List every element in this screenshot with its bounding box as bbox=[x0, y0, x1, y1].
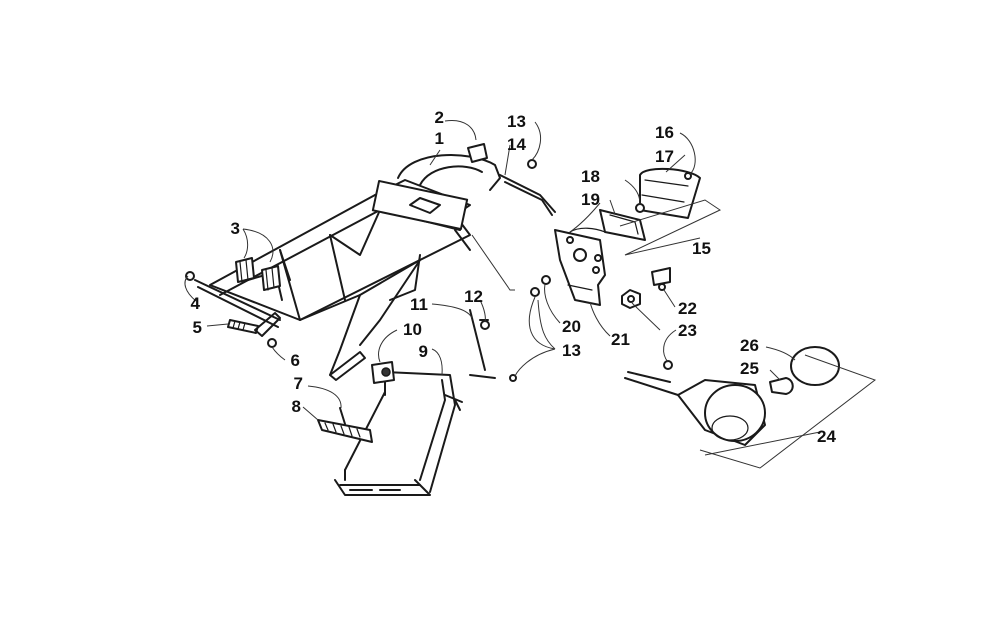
callout-17: 17 bbox=[655, 147, 674, 166]
callout-15: 15 bbox=[692, 239, 711, 258]
callout-3: 3 bbox=[231, 219, 240, 238]
washer-20 bbox=[541, 275, 551, 285]
callout-22: 22 bbox=[678, 299, 697, 318]
pivot-shaft bbox=[185, 271, 281, 328]
callout-24: 24 bbox=[817, 427, 836, 446]
nut-13-a bbox=[509, 374, 517, 382]
callout-19: 19 bbox=[581, 190, 600, 209]
callout-6: 6 bbox=[291, 351, 300, 370]
mount-bracket bbox=[254, 312, 281, 337]
leader-lines bbox=[184, 119, 877, 469]
callout-4: 4 bbox=[191, 294, 201, 313]
callout-23: 23 bbox=[678, 321, 697, 340]
cap-2 bbox=[467, 143, 488, 163]
bracket-14 bbox=[499, 159, 556, 216]
bushing-left bbox=[235, 257, 255, 283]
frame-strut bbox=[329, 351, 366, 381]
callout-18: 18 bbox=[581, 167, 600, 186]
lamp-22 bbox=[651, 267, 671, 291]
nut-13-b bbox=[530, 287, 540, 297]
callout-25: 25 bbox=[740, 359, 759, 378]
callout-11: 11 bbox=[410, 295, 428, 314]
bushing-right bbox=[261, 265, 281, 291]
callouts: 2 1 3 4 5 6 7 8 9 10 11 12 13 14 16 17 1… bbox=[191, 108, 837, 446]
callout-10: 10 bbox=[403, 320, 422, 339]
callout-20: 20 bbox=[562, 317, 581, 336]
bolt-5 bbox=[227, 319, 259, 334]
bulb-25 bbox=[769, 377, 794, 395]
mount-10 bbox=[371, 361, 395, 384]
callout-5: 5 bbox=[193, 318, 202, 337]
washer-6 bbox=[267, 338, 277, 348]
footpeg-8 bbox=[317, 407, 373, 443]
callout-16: 16 bbox=[655, 123, 674, 142]
callout-7: 7 bbox=[294, 374, 303, 393]
turn-signal-24 bbox=[624, 360, 766, 446]
callout-26: 26 bbox=[740, 336, 759, 355]
rod-11 bbox=[469, 309, 496, 379]
callout-13-top: 13 bbox=[507, 112, 526, 131]
footrest-frame bbox=[334, 371, 463, 496]
nut-23 bbox=[621, 289, 641, 309]
callout-8: 8 bbox=[292, 397, 301, 416]
license-bracket-21 bbox=[554, 229, 606, 306]
lens-26 bbox=[790, 346, 840, 386]
callout-14: 14 bbox=[507, 135, 526, 154]
callout-12: 12 bbox=[464, 287, 483, 306]
callout-9: 9 bbox=[419, 342, 428, 361]
callout-2: 2 bbox=[435, 108, 444, 127]
callout-1: 1 bbox=[435, 129, 444, 148]
callout-21: 21 bbox=[611, 330, 630, 349]
callout-13-bottom: 13 bbox=[562, 341, 581, 360]
